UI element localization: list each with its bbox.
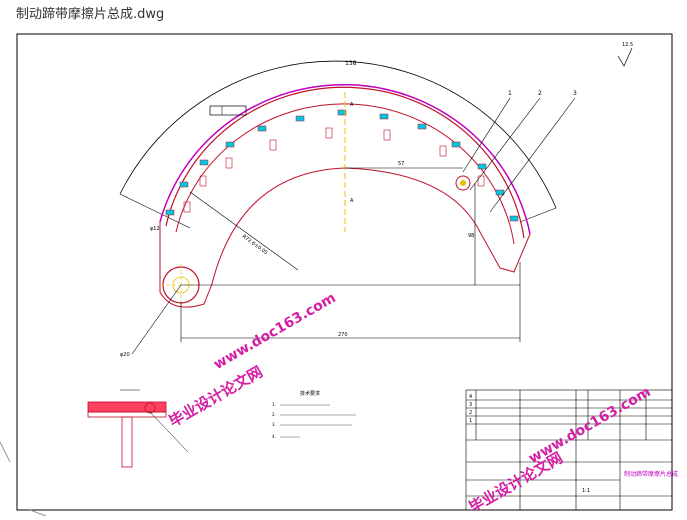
tech-req-line-4: 4. — [272, 434, 276, 439]
dim-mid: 57 — [398, 161, 404, 167]
edge-mark — [29, 509, 47, 517]
tech-req-line-2: 2. — [272, 412, 276, 417]
section-mark-bottom: A — [350, 198, 354, 204]
section-leader — [149, 411, 189, 453]
hole-2 — [199, 175, 207, 187]
callout-leader-1 — [462, 97, 511, 173]
shoe-right-edge — [499, 233, 531, 273]
rivet-8 — [379, 113, 389, 120]
hole-7 — [439, 145, 447, 157]
tb-row-4: 4 — [469, 394, 472, 400]
rivet-10 — [451, 141, 461, 148]
dim-bottom: 270 — [338, 332, 348, 338]
rivet-7 — [337, 109, 347, 116]
section-web — [121, 416, 133, 468]
anchor-hole-center — [460, 180, 466, 186]
drawing-frame — [16, 33, 673, 511]
title-block — [465, 389, 673, 511]
dim-bottom-left: φ20 — [120, 352, 130, 358]
rim-inner-arc — [175, 103, 515, 245]
rivet-9 — [417, 123, 427, 130]
roughness-symbol — [617, 47, 633, 67]
tech-req-line-3: 3. — [272, 422, 276, 427]
rivet-2 — [179, 181, 189, 188]
rivet-13 — [509, 215, 519, 222]
window-title: 制动蹄带摩擦片总成.dwg — [16, 7, 165, 22]
lining-outer-arc — [159, 83, 531, 235]
cad-drawing: 138 — [0, 33, 678, 517]
hole-5 — [325, 127, 333, 139]
tolerance-frame — [209, 105, 247, 116]
dimension-arc — [119, 60, 557, 209]
tech-req-scribbles — [280, 404, 356, 438]
hole-4 — [269, 139, 277, 151]
rivet-12 — [495, 189, 505, 196]
dim-left-hole: φ12 — [150, 226, 160, 232]
tb-row-1: 1 — [469, 418, 472, 424]
rivet-6 — [295, 115, 305, 122]
roughness-value: 12.5 — [622, 42, 633, 48]
tb-scale: 1:1 — [582, 488, 590, 494]
dim-top: 138 — [345, 60, 357, 67]
rivet-row — [165, 109, 519, 222]
tb-row-2: 2 — [469, 410, 472, 416]
callout-1: 1 — [508, 90, 512, 97]
title-block-frame — [465, 389, 673, 511]
tb-row-3: 3 — [469, 402, 472, 408]
dim-radius: R72.6±0.05 — [241, 234, 269, 256]
hole-1 — [183, 201, 191, 213]
tb-drawing-name: 制动蹄带摩擦片总成 — [624, 470, 678, 478]
window-title-bar: 制动蹄带摩擦片总成.dwg — [0, 0, 687, 22]
rivet-5 — [257, 125, 267, 132]
extension-line — [119, 193, 191, 229]
dim-vertical: 98 — [468, 233, 474, 239]
rivet-1 — [165, 209, 175, 216]
rivet-3 — [199, 159, 209, 166]
leader-bottom-left — [131, 284, 182, 355]
callout-leader-2 — [469, 97, 541, 191]
hole-6 — [383, 129, 391, 141]
callout-leader-3 — [489, 97, 576, 213]
callout-3: 3 — [573, 90, 577, 97]
anchor-hole — [455, 175, 471, 191]
rim-arc — [165, 86, 525, 239]
section-mark-top: A — [350, 102, 354, 108]
hole-8 — [477, 175, 485, 187]
rivet-11 — [477, 163, 487, 170]
rivet-holes — [183, 127, 485, 213]
tech-req-line-1: 1. — [272, 402, 276, 407]
hole-3 — [225, 157, 233, 169]
dim-line-radius — [189, 191, 299, 271]
web-left-end — [159, 258, 213, 308]
section-rivet — [144, 402, 156, 414]
rivet-4 — [225, 141, 235, 148]
drawing-canvas[interactable]: 138 — [0, 22, 687, 517]
callout-2: 2 — [538, 90, 542, 97]
tech-req-title: 技术要求 — [300, 390, 320, 397]
edge-mark — [0, 441, 11, 463]
